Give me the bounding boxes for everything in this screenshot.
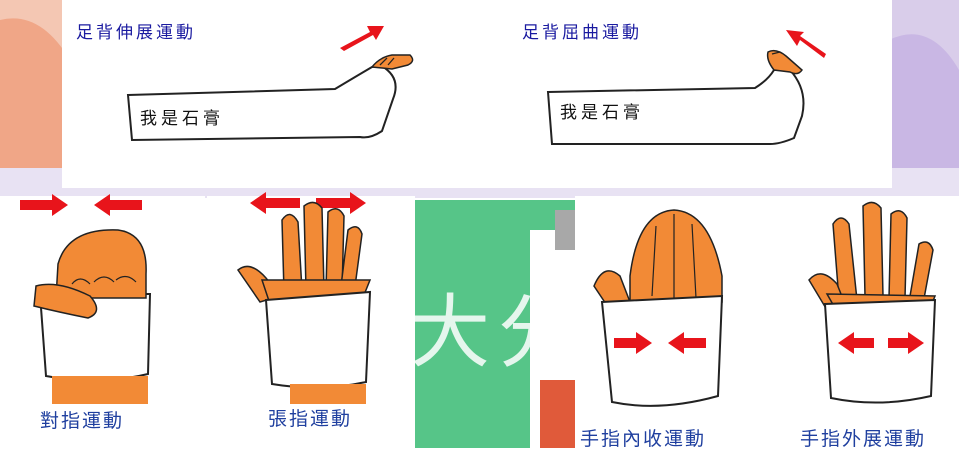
cast-leg-extension-figure	[126, 54, 414, 142]
hand-abduction-figure	[808, 201, 937, 404]
cast-leg-flexion-figure	[546, 49, 805, 145]
arrow-right	[20, 194, 68, 216]
cast-label-left: 我是石膏	[140, 109, 224, 129]
hand-label-2: 張指運動	[268, 408, 353, 430]
hand-label-3: 手指內收運動	[580, 428, 707, 450]
hand-label-4: 手指外展運動	[800, 428, 927, 450]
arrow-right-3	[614, 332, 652, 354]
hand-label-1: 對指運動	[40, 410, 125, 432]
hand-opposition-figure	[33, 229, 152, 404]
cast-label-right: 我是石膏	[560, 103, 644, 123]
arrow-up-right	[340, 26, 384, 51]
arrow-left-4	[838, 332, 874, 354]
hand-spread-figure	[236, 201, 372, 404]
arrow-left-3	[668, 332, 706, 354]
arrow-right-2	[316, 192, 366, 214]
top-left-title: 足背伸展運動	[76, 23, 196, 43]
top-right-title: 足背屈曲運動	[522, 23, 642, 43]
hand-adduction-figure	[593, 209, 724, 407]
arrow-left-2	[250, 192, 300, 214]
arrow-right-4	[888, 332, 924, 354]
arrow-left	[94, 194, 142, 216]
arrow-up-left	[786, 30, 826, 58]
